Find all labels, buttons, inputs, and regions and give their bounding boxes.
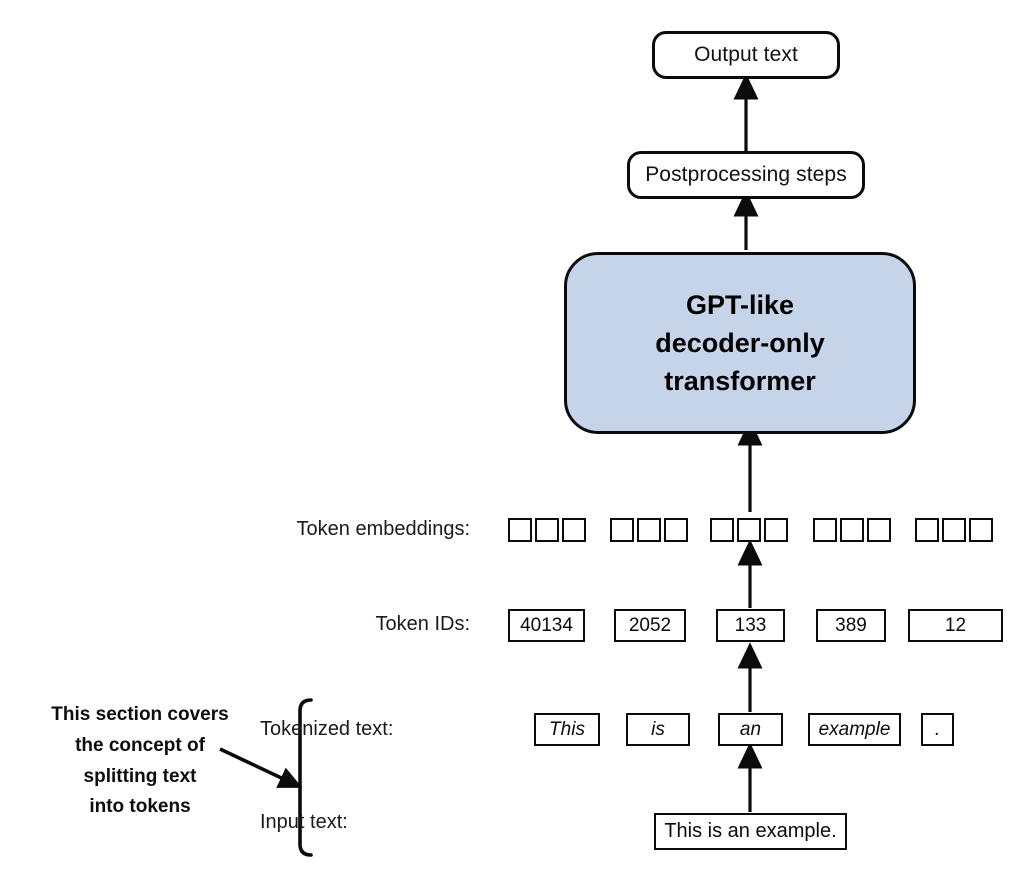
embedding-square [840, 518, 864, 542]
embedding-square [915, 518, 939, 542]
input-text-label: Input text: [260, 811, 348, 833]
embedding-square [942, 518, 966, 542]
token-id-box[interactable]: 40134 [508, 609, 585, 642]
token-id-value: 40134 [520, 614, 573, 636]
embedding-group [915, 518, 993, 542]
embedding-square [764, 518, 788, 542]
embedding-square [610, 518, 634, 542]
embedding-square [867, 518, 891, 542]
token-id-value: 2052 [628, 614, 672, 636]
annotation-line-2: the concept of [75, 734, 205, 756]
embedding-square [637, 518, 661, 542]
embedding-square [710, 518, 734, 542]
embedding-square [562, 518, 586, 542]
annotation-line-4: into tokens [89, 796, 191, 818]
tokenized-text-label: Tokenized text: [260, 718, 394, 740]
token-value: an [739, 718, 762, 740]
embedding-group [610, 518, 688, 542]
token-value: . [934, 718, 941, 740]
embedding-group [508, 518, 586, 542]
embedding-group [813, 518, 891, 542]
token-box[interactable]: This [534, 713, 600, 746]
model-line-3: transformer [664, 366, 816, 397]
token-box[interactable]: is [626, 713, 690, 746]
embedding-square [664, 518, 688, 542]
token-box[interactable]: an [718, 713, 783, 746]
input-text-box[interactable]: This is an example. [654, 813, 847, 850]
token-box[interactable]: example [808, 713, 901, 746]
postprocessing-label: Postprocessing steps [645, 163, 847, 186]
token-value: is [651, 718, 665, 740]
embedding-square [969, 518, 993, 542]
postprocessing-box[interactable]: Postprocessing steps [627, 151, 865, 199]
embedding-square [535, 518, 559, 542]
section-annotation: This section covers the concept of split… [36, 700, 244, 823]
embedding-square [508, 518, 532, 542]
model-line-1: GPT-like [685, 289, 795, 320]
token-box[interactable]: . [921, 713, 954, 746]
token-id-value: 389 [835, 614, 867, 636]
output-text-label: Output text [694, 43, 798, 66]
token-ids-label: Token IDs: [375, 613, 470, 635]
token-id-value: 12 [944, 614, 967, 636]
token-id-box[interactable]: 133 [716, 609, 785, 642]
annotation-line-3: splitting text [83, 765, 197, 787]
output-text-box[interactable]: Output text [652, 31, 840, 79]
embedding-group [710, 518, 788, 542]
embedding-square [737, 518, 761, 542]
token-id-box[interactable]: 12 [908, 609, 1003, 642]
token-id-box[interactable]: 389 [816, 609, 886, 642]
annotation-line-1: This section covers [51, 704, 229, 725]
gpt-decoder-transformer-box[interactable]: GPT-like decoder-only transformer [564, 252, 916, 434]
token-value: This [549, 718, 585, 740]
token-embeddings-label: Token embeddings: [296, 518, 470, 540]
token-id-box[interactable]: 2052 [614, 609, 686, 642]
embedding-square [813, 518, 837, 542]
token-id-value: 133 [734, 614, 767, 636]
input-text-value: This is an example. [664, 820, 837, 842]
model-line-2: decoder-only [655, 327, 825, 358]
token-value: example [818, 718, 891, 740]
